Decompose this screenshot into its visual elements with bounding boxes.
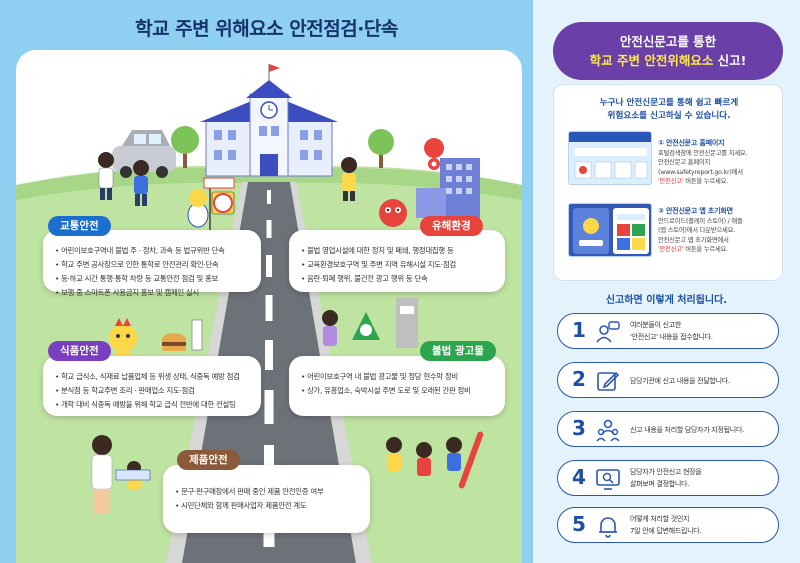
- process-step-2: 2 담당기관에 신고 내용을 전달합니다.: [557, 362, 779, 398]
- traffic-item: 어린이보호구역내 불법 주 · 정차, 과속 등 법규위반 단속: [55, 244, 251, 258]
- process-title: 신고하면 이렇게 처리됩니다.: [605, 295, 728, 306]
- app-instructions: ② 안전신문고 앱 초기화면 안드로이드(플레이 스토어) / 애플 (앱 스토…: [658, 207, 743, 254]
- burger-icon: [162, 333, 186, 351]
- ad-item: 상가, 유흥업소, 숙박시설 주변 도로 및 오래된 간판 정비: [301, 384, 495, 398]
- school-building: [200, 64, 338, 177]
- left-panel: 학교 주변 위해요소 안전점검·단속: [0, 0, 533, 563]
- traffic-item: 학교 주변 공사장으로 인한 통학로 안전관리 확인·단속: [55, 258, 251, 272]
- product-item: 문구·완구매장에서 판매 중인 제품 안전인증 여부: [175, 485, 360, 499]
- report-title: 안전신문고를 통한 학교 주변 안전위해요소 신고!: [553, 22, 783, 80]
- environment-item: 음란·퇴폐 행위, 불건전 광고 행위 등 단속: [301, 272, 495, 286]
- traffic-item: 보행 중 스마트폰 사용금지 홍보 및 캠페인 실시: [55, 286, 251, 300]
- kid-2: [133, 160, 149, 206]
- homepage-instructions: ① 안전신문고 홈페이지 포털검색창에 안전신문고를 치세요. 안전신문고 홈페…: [658, 139, 748, 186]
- food-item: 분식점 등 학교주변 조리 · 판매업소 지도·점검: [55, 384, 251, 398]
- tree-right: [368, 129, 394, 168]
- bell-icon: [599, 517, 617, 538]
- step-number: 1: [572, 318, 586, 342]
- main-title: 학교 주변 위해요소 안전점검·단속: [135, 18, 398, 40]
- ad-tag: 불법 광고물: [420, 341, 496, 361]
- traffic-card: 어린이보호구역내 불법 주 · 정차, 과속 등 법규위반 단속 학교 주변 공…: [43, 230, 261, 297]
- ad-item: 어린이보호구역 내 불법 광고물 및 정당 현수막 정비: [301, 370, 495, 384]
- city-buildings: [416, 138, 480, 218]
- environment-tag: 유해환경: [420, 216, 483, 236]
- people-chat-icon: [596, 321, 620, 343]
- app-screenshot: [568, 203, 652, 257]
- process-step-5: 5 어떻게 처리할 것인지 7일 안에 답변해드립니다.: [557, 507, 779, 543]
- monitor-search-icon: [596, 469, 620, 490]
- step-number: 4: [572, 465, 586, 489]
- kid-1: [98, 152, 114, 200]
- environment-item: 불법 영업시설에 대한 정지 및 폐쇄, 행정대집행 등: [301, 244, 495, 258]
- drink-icon: [191, 319, 203, 351]
- car: [112, 130, 176, 178]
- process-step-1: 1 여러분들이 신고한 '안전신고' 내용을 접수합니다.: [557, 313, 779, 349]
- red-mascot: [379, 199, 407, 227]
- homepage-screenshot: [568, 131, 652, 185]
- tree-left: [171, 126, 199, 168]
- pencil-case: [115, 469, 151, 481]
- edit-icon: [597, 371, 620, 391]
- kids-ad: [322, 298, 418, 348]
- teacher: [91, 435, 113, 513]
- step-number: 3: [572, 416, 586, 440]
- food-item: 개학 대비 식중독 예방을 위해 학교 급식 전반에 대한 컨설팅: [55, 398, 251, 412]
- report-method-box: 누구나 안전신문고를 통해 쉽고 빠르게 위험요소를 신고하실 수 있습니다. …: [553, 84, 783, 281]
- food-card: 학교 급식소, 식재료 납품업체 등 위생 상태, 식중독 예방 점검 분식점 …: [43, 356, 261, 416]
- ad-card: 어린이보호구역 내 불법 광고물 및 정당 현수막 정비 상가, 유흥업소, 숙…: [289, 356, 505, 416]
- traffic-item: 등·하교 시간 통행·통학 차량 등 교통안전 점검 및 홍보: [55, 272, 251, 286]
- kids-group: [386, 431, 484, 489]
- girl-environment: [341, 157, 357, 201]
- environment-card: 불법 영업시설에 대한 정지 및 폐쇄, 행정대집행 등 교육환경보호구역 및 …: [289, 230, 505, 292]
- report-title-highlight: 학교 주변 안전위해요소: [589, 53, 714, 68]
- food-item: 학교 급식소, 식재료 납품업체 등 위생 상태, 식중독 예방 점검: [55, 370, 251, 384]
- right-panel: 안전신문고를 통한 학교 주변 안전위해요소 신고! 누구나 안전신문고를 통해…: [533, 0, 800, 563]
- step-number: 2: [572, 367, 586, 391]
- step-number: 5: [572, 512, 586, 536]
- product-item: 시민단체와 함께 판매사업자 제품안전 계도: [175, 499, 360, 513]
- food-tag: 식품안전: [48, 341, 111, 361]
- traffic-tag: 교통안전: [48, 216, 111, 236]
- report-intro: 누구나 안전신문고를 통해 쉽고 빠르게 위험요소를 신고하실 수 있습니다.: [599, 98, 739, 121]
- report-title-end: 신고!: [713, 53, 747, 68]
- environment-item: 교육환경보호구역 및 주변 지역 유해시설 지도·점검: [301, 258, 495, 272]
- report-title-line1: 안전신문고를 통한: [619, 34, 717, 49]
- team-icon: [596, 419, 620, 442]
- process-step-4: 4 담당자가 안전신고 현장을 살펴보며 결정합니다.: [557, 460, 779, 496]
- mascot-sign-holder: [187, 177, 235, 230]
- product-tag: 제품안전: [177, 450, 240, 470]
- product-card: 문구·완구매장에서 판매 중인 제품 안전인증 여부 시민단체와 함께 판매사업…: [163, 465, 370, 533]
- process-step-3: 3 신고 내용을 처리할 담당자가 지정됩니다.: [557, 411, 779, 447]
